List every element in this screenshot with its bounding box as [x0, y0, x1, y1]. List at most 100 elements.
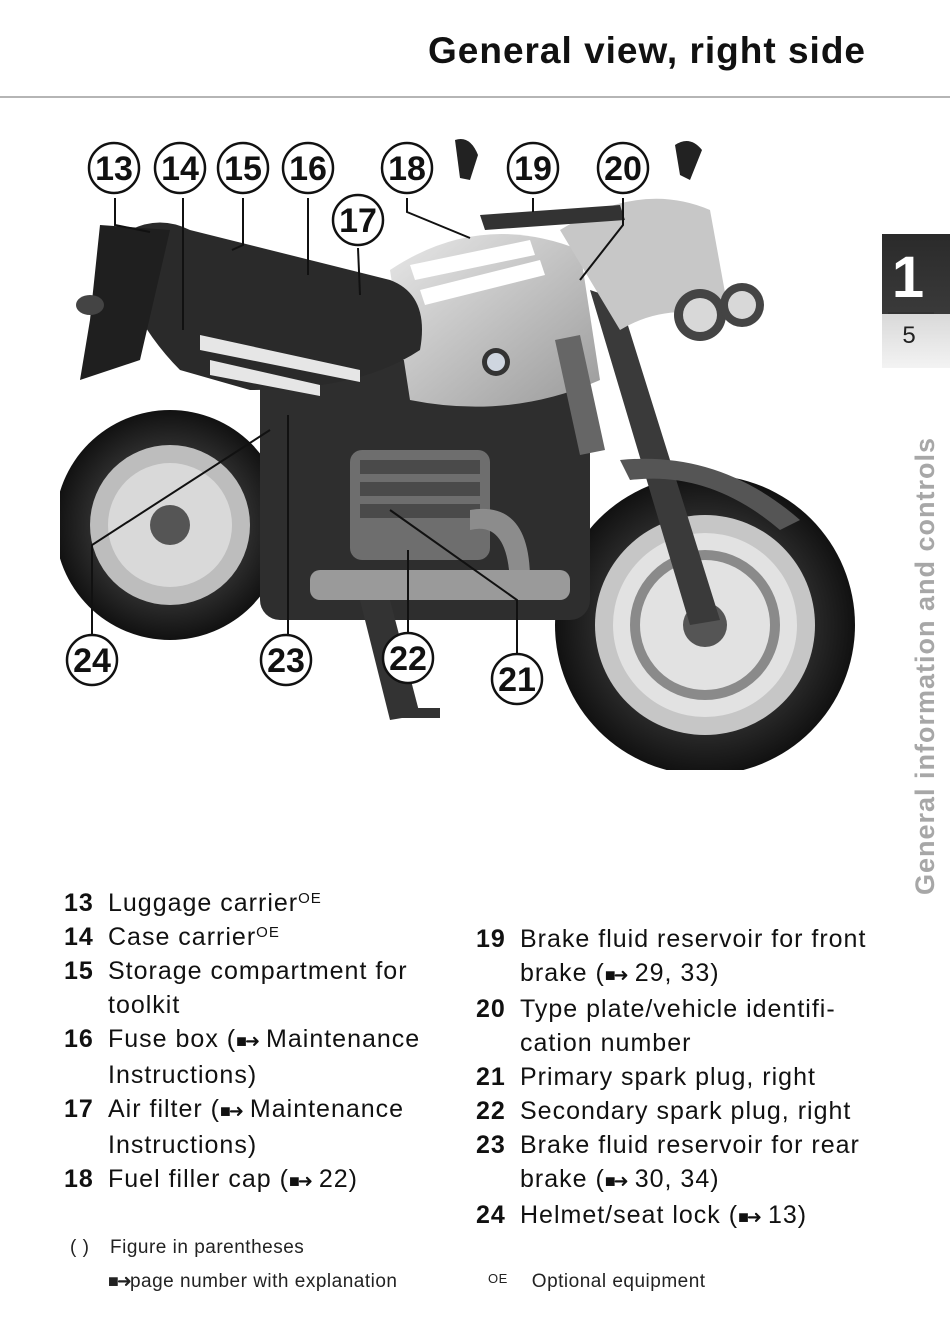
legend-item-15: 15 Storage compartment for toolkit: [64, 954, 464, 1022]
footnote-text: Figure in parentheses: [110, 1237, 305, 1258]
legend-text: Storage compartment for toolkit: [108, 957, 408, 1019]
svg-text:16: 16: [289, 150, 327, 188]
svg-text:19: 19: [514, 150, 552, 188]
legend-text: Helmet/seat lock (: [520, 1201, 739, 1229]
chapter-divider: [888, 312, 934, 314]
callout-leaders: [91, 198, 624, 665]
legend-number: 15: [64, 957, 94, 985]
legend-item-14: 14 Case carrierOE: [64, 920, 464, 954]
parentheses-symbol: ( ): [70, 1237, 90, 1258]
legend-number: 21: [476, 1063, 506, 1091]
fuel-tank: [390, 234, 600, 407]
svg-text:22: 22: [389, 640, 427, 678]
front-fairing: [560, 198, 764, 341]
callout-22: 22: [381, 631, 435, 685]
svg-text:20: 20: [604, 150, 642, 188]
callout-23: 23: [259, 633, 313, 687]
legend-text: Fuel filler cap (: [108, 1165, 289, 1193]
svg-text:13: 13: [95, 150, 133, 188]
page-reference-arrow-icon: ■➜: [604, 965, 629, 985]
callout-16: 16: [281, 141, 335, 195]
rear-wheel: [60, 410, 285, 640]
legend-number: 13: [64, 889, 94, 917]
legend-item-16: 16 Fuse box (■➜ Maintenance Instructions…: [64, 1022, 464, 1092]
legend-item-18: 18 Fuel filler cap (■➜ 22): [64, 1162, 464, 1198]
legend-item-23: 23 Brake fluid reservoir for rear brake …: [476, 1128, 876, 1198]
page-reference-arrow-icon: ■➜: [220, 1101, 244, 1121]
page-number: 5: [902, 322, 916, 349]
legend-text: Secondary spark plug, right: [520, 1097, 852, 1125]
page-reference-arrow-icon: ■➜: [604, 1171, 629, 1191]
svg-text:17: 17: [339, 202, 377, 240]
callout-17: 17: [331, 193, 385, 247]
legend-number: 23: [476, 1131, 506, 1159]
legend-reference: 30, 34): [634, 1165, 720, 1193]
optional-equipment-symbol: OE: [488, 1271, 508, 1286]
page-reference-arrow-icon: ■➜: [738, 1207, 762, 1227]
legend-number: 18: [64, 1165, 94, 1193]
callout-18: 18: [380, 141, 434, 195]
legend-left: 13 Luggage carrierOE 14 Case carrierOE 1…: [64, 886, 464, 1198]
engine-block: [260, 360, 590, 620]
legend-item-24: 24 Helmet/seat lock (■➜ 13): [476, 1198, 876, 1234]
header-rule: [0, 96, 950, 98]
motorcycle-figure: 13 14 15 16 17 18 19 20 21 22 23 24: [60, 120, 860, 770]
footnote-arrow: ■➜page number with explanation: [108, 1271, 397, 1293]
footnote-optional-equipment: OE Optional equipment: [488, 1271, 706, 1293]
legend-item-19: 19 Brake fluid reservoir for front brake…: [476, 922, 876, 992]
legend-number: 24: [476, 1201, 506, 1229]
legend-text: Fuse box (: [108, 1025, 237, 1053]
legend-reference: 13): [767, 1201, 808, 1229]
callout-13: 13: [87, 141, 141, 195]
page-reference-arrow-icon: ■➜: [108, 1271, 132, 1291]
legend-text: Air filter (: [108, 1095, 220, 1123]
legend-text: Primary spark plug, right: [520, 1063, 816, 1091]
callout-24: 24: [65, 633, 119, 687]
optional-equipment-mark: OE: [256, 924, 280, 941]
callout-20: 20: [596, 141, 650, 195]
page-reference-arrow-icon: ■➜: [236, 1031, 260, 1051]
legend-right: 19 Brake fluid reservoir for front brake…: [476, 922, 876, 1234]
legend-text: Brake fluid reservoir for front brake (: [520, 925, 867, 987]
optional-equipment-mark: OE: [298, 890, 322, 907]
legend-number: 14: [64, 923, 94, 951]
callout-19: 19: [506, 141, 560, 195]
svg-text:24: 24: [73, 642, 111, 680]
callout-15: 15: [216, 141, 270, 195]
legend-item-17: 17 Air filter (■➜ Maintenance Instructio…: [64, 1092, 464, 1162]
legend-text: Type plate/vehicle identifi-cation numbe…: [520, 995, 836, 1057]
chapter-number: 1: [891, 245, 925, 310]
legend-reference: Maintenance Instructions): [108, 1095, 405, 1159]
callout-21: 21: [490, 652, 544, 706]
chapter-tab: [882, 234, 950, 368]
footnote-parentheses: ( ) Figure in parentheses: [70, 1237, 304, 1259]
page-reference-arrow-icon: ■➜: [288, 1171, 313, 1191]
legend-item-22: 22 Secondary spark plug, right: [476, 1094, 876, 1128]
section-title-vertical: General information and controls: [910, 436, 940, 895]
legend-number: 19: [476, 925, 506, 953]
legend-number: 16: [64, 1025, 94, 1053]
legend-text: Brake fluid reservoir for rear brake (: [520, 1131, 860, 1193]
legend-item-21: 21 Primary spark plug, right: [476, 1060, 876, 1094]
legend-number: 20: [476, 995, 506, 1023]
legend-number: 22: [476, 1097, 506, 1125]
legend-number: 17: [64, 1095, 94, 1123]
legend-text: Luggage carrier: [108, 889, 299, 917]
front-wheel: [555, 475, 855, 770]
legend-reference: 22): [318, 1165, 359, 1193]
footnote-text: page number with explanation: [129, 1271, 398, 1292]
svg-text:21: 21: [498, 661, 536, 699]
svg-text:18: 18: [388, 150, 426, 188]
legend-text: Case carrier: [108, 923, 257, 951]
legend-item-20: 20 Type plate/vehicle identifi-cation nu…: [476, 992, 876, 1060]
svg-text:23: 23: [267, 642, 305, 680]
svg-text:14: 14: [161, 150, 199, 188]
page-title: General view, right side: [428, 30, 866, 71]
legend-item-13: 13 Luggage carrierOE: [64, 886, 464, 920]
callout-14: 14: [153, 141, 207, 195]
footnote-text: Optional equipment: [531, 1271, 706, 1292]
legend-reference: Maintenance Instructions): [108, 1025, 421, 1089]
seat: [130, 222, 422, 396]
legend-reference: 29, 33): [634, 959, 720, 987]
svg-text:15: 15: [224, 150, 262, 188]
